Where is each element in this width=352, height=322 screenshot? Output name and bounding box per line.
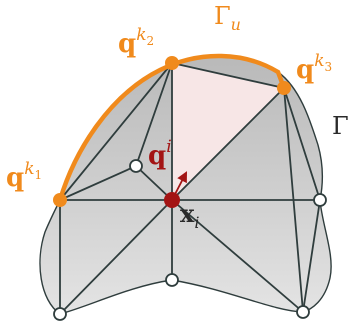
- mesh-edges: [59, 62, 321, 315]
- node-bottom-right: [296, 305, 310, 319]
- node-bottom-left: [53, 307, 67, 321]
- node-qk1: [53, 193, 67, 207]
- node-qk3: [277, 81, 291, 95]
- label-qi: qi: [148, 137, 172, 171]
- label-gamma-u: Γu: [214, 2, 241, 34]
- label-gamma: Γ: [332, 112, 349, 140]
- node-qk2: [165, 56, 179, 70]
- node-free: [129, 159, 143, 173]
- label-qk1: qk1: [6, 159, 42, 193]
- boundary-gamma-u: [57, 53, 287, 203]
- label-xi: xi: [180, 199, 199, 232]
- node-bottom-mid: [165, 273, 179, 287]
- label-qk3: qk3: [296, 51, 332, 85]
- highlighted-triangle: [172, 63, 284, 200]
- node-right: [313, 193, 327, 207]
- label-qk2: qk2: [118, 25, 154, 59]
- node-xi: [164, 192, 180, 208]
